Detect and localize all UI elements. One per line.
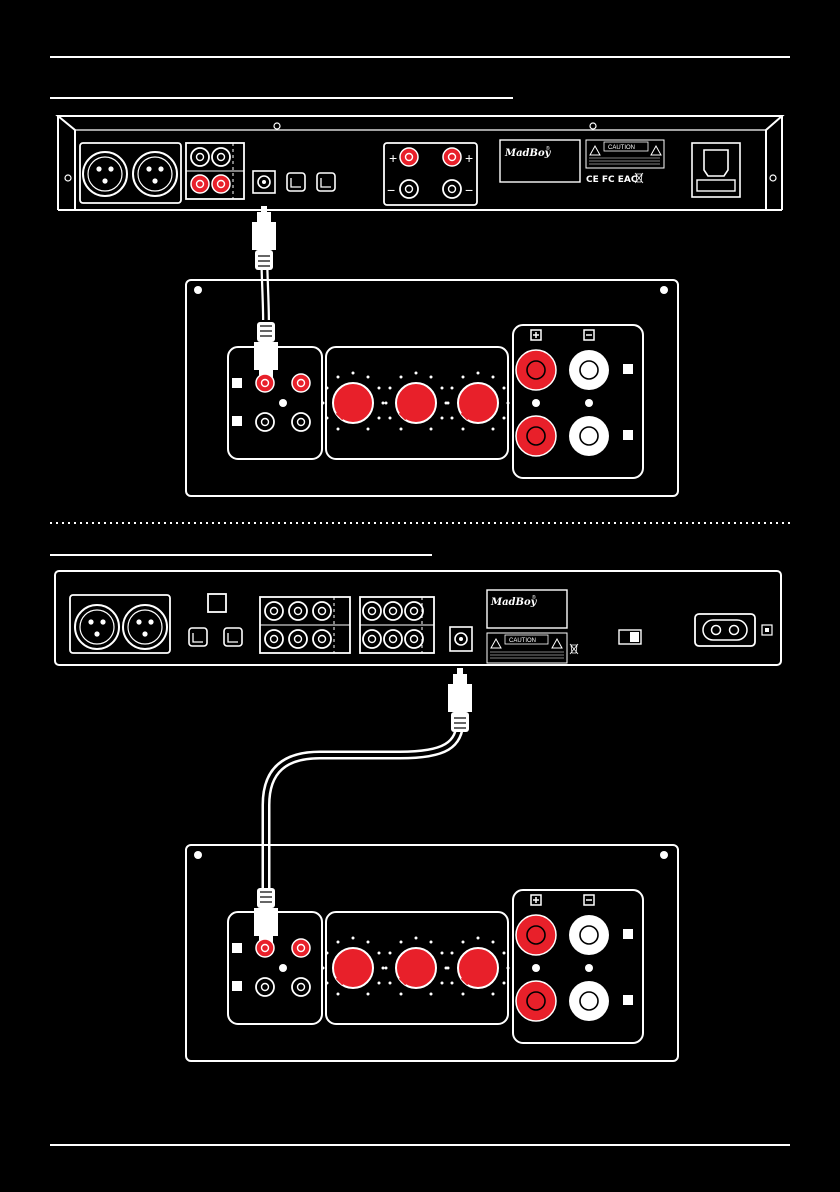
rack-amplifier-rear-panel: + + − − MadBoy ® CAUTION CE FC EAC bbox=[58, 116, 782, 210]
rca-cable-bottom bbox=[254, 668, 472, 952]
minus-sign-right: − bbox=[465, 182, 473, 198]
brand-logo-bottom: MadBoy bbox=[490, 597, 538, 608]
brand-logo-top: MadBoy bbox=[504, 148, 552, 159]
receiver-rear-panel: MadBoy ® CAUTION bbox=[55, 571, 781, 665]
plus-sign-left: + bbox=[389, 150, 397, 166]
xlr-input-left-icon bbox=[83, 152, 127, 196]
subwoofer-panel-bottom bbox=[186, 845, 678, 1061]
warning-triangle-icon bbox=[590, 146, 600, 155]
caution-label-bottom: CAUTION bbox=[509, 638, 536, 644]
rca-cable-top bbox=[252, 206, 278, 386]
minus-sign-left: − bbox=[387, 182, 395, 198]
certification-marks: CE FC EAC bbox=[586, 175, 638, 185]
plus-sign-right: + bbox=[465, 150, 473, 166]
subwoofer-panel-top bbox=[186, 280, 678, 496]
svg-text:®: ® bbox=[546, 145, 550, 152]
xlr-input-right-icon bbox=[133, 152, 177, 196]
crossed-bin-icon bbox=[635, 173, 643, 183]
svg-text:®: ® bbox=[532, 594, 536, 601]
caution-label-top: CAUTION bbox=[608, 145, 635, 151]
